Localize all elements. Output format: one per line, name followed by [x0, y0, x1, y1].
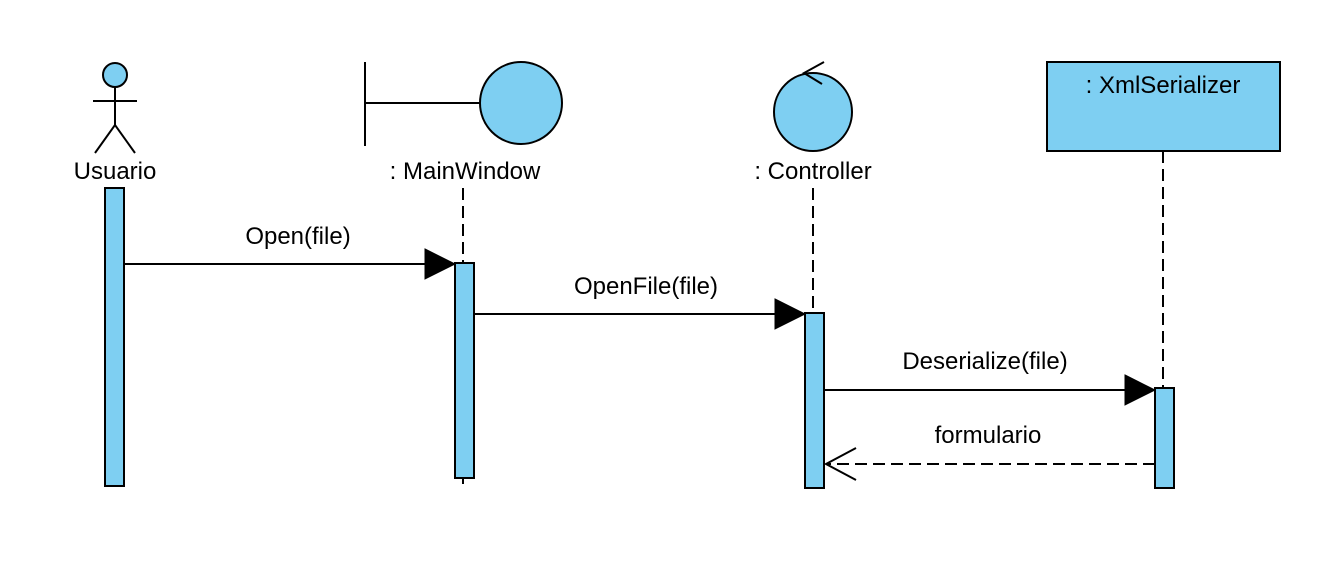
message-formulario: formulario: [823, 422, 1155, 481]
participant-xmlserializer: : XmlSerializer: [1046, 61, 1281, 489]
message-label-open: Open(file): [245, 223, 350, 250]
arrowhead-formulario: [823, 447, 857, 481]
arrowhead-openfile: [774, 298, 807, 330]
participant-controller: : Controller: [754, 61, 872, 489]
arrowhead-open: [424, 248, 457, 280]
arrowhead-deserialize: [1124, 374, 1157, 406]
message-label-formulario: formulario: [935, 422, 1042, 449]
activation-bar-mainwindow: [454, 262, 475, 479]
activation-bar-usuario: [104, 187, 125, 487]
participant-label-usuario: Usuario: [74, 158, 157, 185]
participant-label-controller: : Controller: [754, 158, 871, 185]
message-label-openfile: OpenFile(file): [574, 273, 718, 300]
control-icon: [773, 61, 853, 152]
boundary-icon: [364, 61, 563, 146]
actor-icon: [93, 62, 137, 154]
message-label-deserialize: Deserialize(file): [902, 348, 1067, 375]
activation-bar-xmlserializer: [1154, 387, 1175, 489]
participant-label-mainwindow: : MainWindow: [390, 158, 541, 185]
participant-usuario: Usuario: [74, 62, 157, 487]
message-openfile: OpenFile(file): [474, 273, 807, 330]
activation-bar-controller: [804, 312, 825, 489]
participant-label-xmlserializer: : XmlSerializer: [1086, 72, 1241, 99]
message-open: Open(file): [124, 223, 457, 280]
object-box-xmlserializer: [1046, 61, 1281, 152]
message-deserialize: Deserialize(file): [824, 348, 1157, 406]
participant-mainwindow: : MainWindow: [364, 61, 563, 484]
